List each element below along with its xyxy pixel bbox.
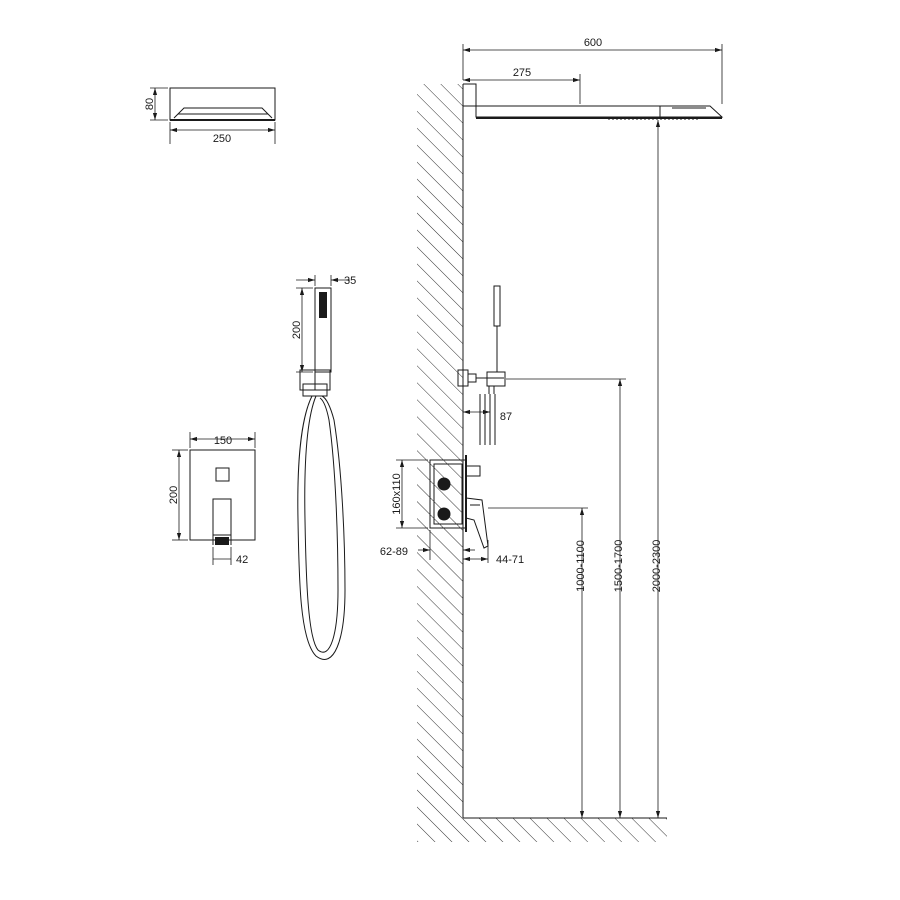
dim-label-arm-offset: 275	[513, 67, 531, 79]
hand-shower-detail	[297, 287, 346, 660]
dim-label-head-mount-height: 2000-2300	[651, 540, 663, 593]
dim-label-head-height: 80	[144, 98, 156, 110]
wall-hand-shower-holder	[457, 285, 506, 445]
dim-label-holder-offset: 87	[500, 411, 512, 423]
dim-label-holder-height: 1500-1700	[613, 540, 625, 593]
dim-plate-width: 150	[189, 432, 256, 448]
dim-head-height: 80	[144, 87, 168, 121]
dim-box-depth: 62-89	[380, 530, 475, 560]
ceiling-shower-arm	[463, 83, 724, 120]
dim-label-head-depth: 250	[213, 133, 231, 145]
dim-label-plate-height: 200	[168, 486, 180, 504]
mixer-wall-plate-front-view	[189, 449, 256, 545]
dim-holder-height: 1500-1700	[506, 378, 626, 818]
dim-label-plate-width: 150	[214, 435, 232, 447]
dim-box-size: 160x110	[391, 459, 428, 529]
dim-head-mount-height: 2000-2300	[651, 120, 663, 818]
dim-label-mixer-height: 1000-1100	[575, 540, 587, 592]
dim-hand-length: 200	[291, 287, 313, 373]
dim-plate-height: 200	[168, 449, 188, 541]
dim-label-box-size: 160x110	[391, 473, 403, 514]
dim-head-depth: 250	[169, 122, 276, 145]
dim-arm-offset: 275	[463, 67, 581, 104]
dim-label-lever-depth: 44-71	[496, 554, 524, 566]
dim-mixer-height: 1000-1100	[488, 507, 588, 818]
dim-hand-width: 35	[296, 275, 356, 287]
dim-label-arm-total: 600	[584, 37, 602, 49]
head-shower-side-view	[169, 87, 276, 121]
dim-arm-total: 600	[462, 37, 723, 104]
dim-lever-depth: 44-71	[463, 540, 524, 566]
dim-label-box-depth: 62-89	[380, 546, 408, 558]
dim-label-lever-width: 42	[236, 554, 248, 566]
wall-section	[417, 84, 667, 842]
dim-holder-offset: 87	[463, 395, 512, 423]
concealed-mixer-box	[429, 455, 489, 549]
dim-lever-width: 42	[212, 547, 248, 566]
dim-label-hand-length: 200	[291, 321, 303, 339]
dim-label-hand-width: 35	[344, 275, 356, 287]
